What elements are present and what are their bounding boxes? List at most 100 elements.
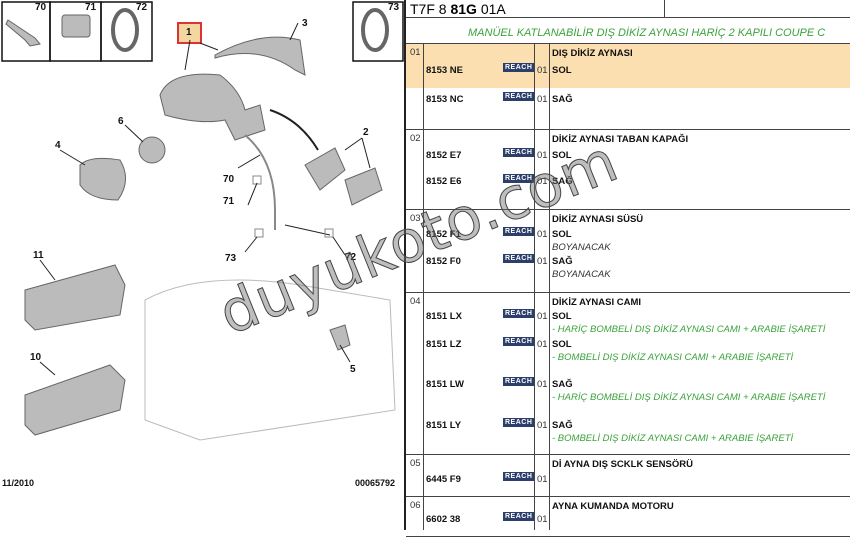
quantity: 01 — [537, 514, 548, 525]
group-name: AYNA KUMANDA MOTORU — [552, 501, 674, 512]
divider — [549, 44, 550, 530]
side-label: SOL — [552, 339, 572, 350]
side-label: SOL — [552, 65, 572, 76]
part-note: - BOMBELİ DIŞ DİKİZ AYNASI CAMI + ARABIE… — [552, 352, 794, 363]
group-number: 04 — [410, 296, 421, 307]
sensor-part — [138, 136, 166, 164]
clip-part — [61, 14, 91, 38]
base-cover-part — [304, 147, 346, 191]
part-note: - HARİÇ BOMBELİ DIŞ DİKİZ AYNASI CAMI + … — [552, 392, 826, 403]
quantity: 01 — [537, 94, 548, 105]
strap-part — [111, 8, 139, 52]
quantity: 01 — [537, 176, 548, 187]
callout-71b[interactable]: 71 — [223, 196, 235, 207]
part-reference[interactable]: 8152 E6 — [426, 176, 462, 187]
switch-panel-part — [24, 364, 126, 436]
part-group: 06 AYNA KUMANDA MOTORU 6602 38 REACH 01 — [406, 497, 850, 537]
section-title: MANÜEL KATLANABİLİR DIŞ DİKİZ AYNASI HAR… — [406, 18, 850, 44]
quantity: 01 — [537, 229, 548, 240]
callout-70: 70 — [35, 2, 47, 13]
parts-diagram: 70 71 72 73 1 3 6 4 2 70 71 73 72 11 10 … — [0, 0, 405, 530]
reach-badge: REACH — [503, 512, 535, 521]
quantity: 01 — [537, 65, 548, 76]
group-name: DİKİZ AYNASI TABAN KAPAĞI — [552, 134, 689, 145]
group-name: DİKİZ AYNASI SÜSÜ — [552, 214, 644, 225]
part-reference[interactable]: 8151 LX — [426, 311, 462, 322]
group-number: 05 — [410, 458, 421, 469]
reach-badge: REACH — [503, 309, 535, 318]
reach-badge: REACH — [503, 174, 535, 183]
part-note: - HARİÇ BOMBELİ DIŞ DİKİZ AYNASI CAMI + … — [552, 324, 826, 335]
side-label: SOL — [552, 150, 572, 161]
door-outline — [144, 279, 396, 441]
code-suffix: 01A — [476, 1, 506, 17]
callout-70b[interactable]: 70 — [223, 174, 235, 185]
reach-badge: REACH — [503, 227, 535, 236]
part-note: BOYANACAK — [552, 242, 611, 253]
callout-2[interactable]: 2 — [363, 127, 369, 138]
side-label: SOL — [552, 311, 572, 322]
mirror-glass-part — [79, 157, 126, 201]
base-cover-part — [344, 167, 383, 206]
code-group: 81G — [450, 1, 477, 17]
inset-box-73 — [352, 1, 404, 62]
divider — [664, 0, 665, 18]
part-reference[interactable]: 6445 F9 — [426, 474, 461, 485]
callout-11[interactable]: 11 — [33, 250, 44, 261]
side-label: SAĞ — [552, 94, 573, 105]
part-reference[interactable]: 8151 LW — [426, 379, 465, 390]
motor-part — [329, 324, 351, 351]
callout-73: 73 — [388, 2, 400, 13]
switch-panel-part — [24, 264, 126, 331]
callout-72b[interactable]: 72 — [345, 252, 357, 263]
parts-table: T7F 8 81G 01A MANÜEL KATLANABİLİR DIŞ Dİ… — [404, 0, 850, 537]
strap-part — [361, 8, 389, 52]
divider — [423, 44, 424, 530]
reach-badge: REACH — [503, 377, 535, 386]
reach-badge: REACH — [503, 418, 535, 427]
callout-4[interactable]: 4 — [55, 140, 61, 151]
group-name: DIŞ DİKİZ AYNASI — [552, 48, 633, 59]
callout-73b[interactable]: 73 — [225, 253, 237, 264]
part-reference[interactable]: 8152 F0 — [426, 256, 461, 267]
part-reference[interactable]: 8152 F1 — [426, 229, 461, 240]
diagram-reference: 00065792 — [355, 478, 396, 488]
quantity: 01 — [537, 256, 548, 267]
divider — [534, 44, 535, 530]
side-label: SAĞ — [552, 420, 573, 431]
side-label: SAĞ — [552, 176, 573, 187]
callout-1[interactable]: 1 — [186, 27, 192, 38]
group-number: 01 — [410, 47, 421, 58]
inset-box-72 — [100, 1, 153, 62]
mirror-assembly-part — [159, 73, 266, 141]
callout-5[interactable]: 5 — [350, 364, 356, 375]
callout-6[interactable]: 6 — [118, 116, 124, 127]
callout-3[interactable]: 3 — [302, 18, 308, 29]
catalog-code: T7F 8 81G 01A — [410, 1, 506, 17]
diagram-date: 11/2010 — [2, 478, 35, 488]
part-reference[interactable]: 8151 LZ — [426, 339, 462, 350]
group-number: 06 — [410, 500, 421, 511]
part-reference[interactable]: 8153 NC — [426, 94, 464, 105]
callout-72: 72 — [136, 2, 148, 13]
quantity: 01 — [537, 311, 548, 322]
quantity: 01 — [537, 150, 548, 161]
part-reference[interactable]: 8153 NE — [426, 65, 463, 76]
part-reference[interactable]: 8152 E7 — [426, 150, 462, 161]
group-number: 03 — [410, 213, 421, 224]
callout-10[interactable]: 10 — [30, 352, 42, 363]
part-note: - BOMBELİ DIŞ DİKİZ AYNASI CAMI + ARABIE… — [552, 433, 794, 444]
screw-part — [5, 19, 41, 47]
group-name: DİKİZ AYNASI CAMI — [552, 297, 642, 308]
callout-71: 71 — [85, 2, 97, 13]
part-reference[interactable]: 6602 38 — [426, 514, 461, 525]
side-label: SAĞ — [552, 379, 573, 390]
part-reference[interactable]: 8151 LY — [426, 420, 462, 431]
reach-badge: REACH — [503, 92, 535, 101]
quantity: 01 — [537, 474, 548, 485]
exploded-view-drawing — [1, 1, 404, 441]
